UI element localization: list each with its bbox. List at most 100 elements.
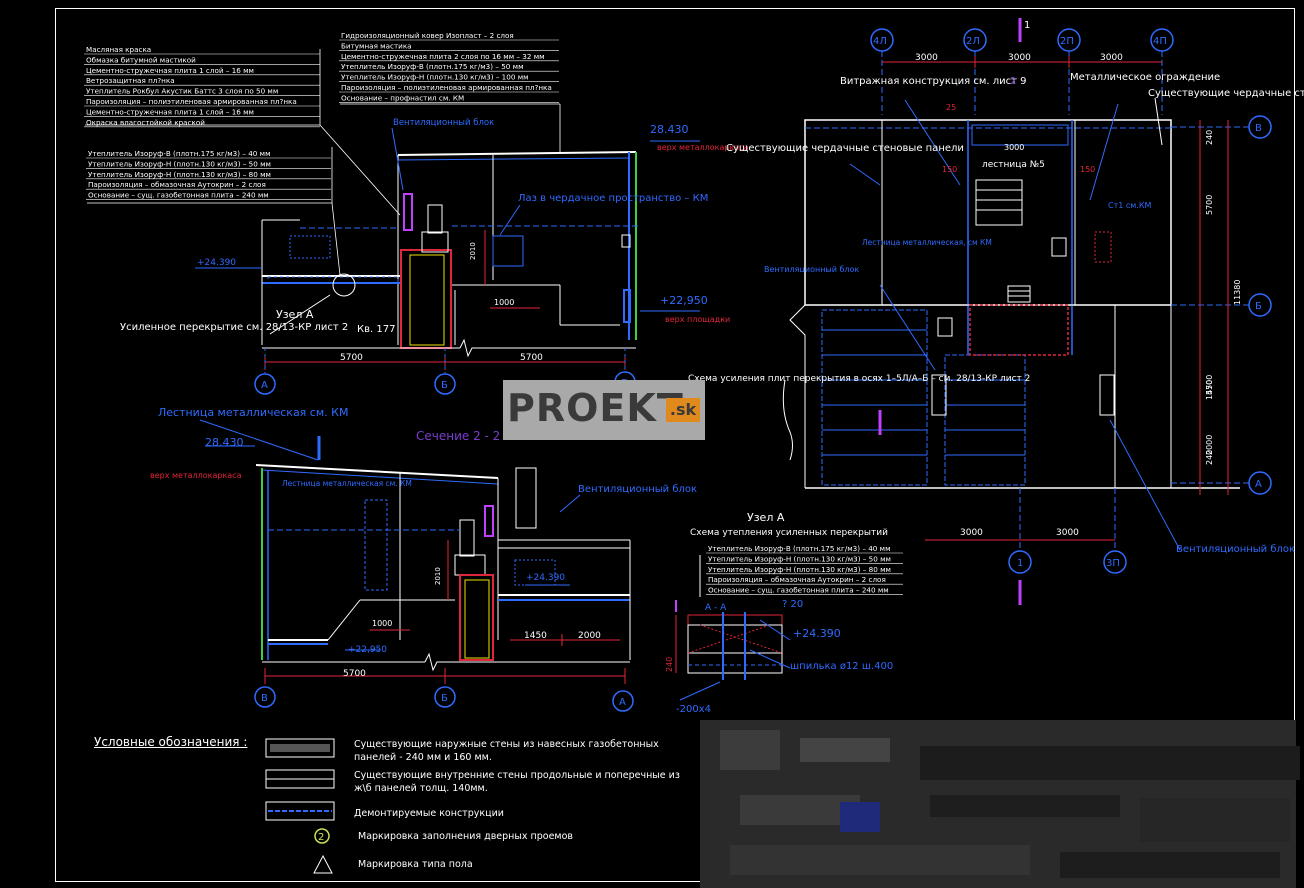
plan-panels-left: Существующие чердачные стеновые панели	[726, 143, 964, 154]
node-dim-240: 240	[665, 657, 674, 672]
plan-dim-right-6: 240	[1205, 450, 1214, 465]
roof-layer-3: Утеплитель Изоруф-В (плотн.175 кг/м3) – …	[341, 62, 524, 71]
s2-mark-top-note: верх металлокаркаса	[150, 471, 242, 480]
legend-item-floor-type: Маркировка типа пола	[358, 859, 473, 870]
wall-layer-0: Масляная краска	[86, 45, 151, 54]
node-pin: шпилька ø12 ш.400	[790, 661, 893, 672]
plan-dim-right-5: 2000	[1205, 435, 1214, 455]
plan-dim-right-2: 11380	[1233, 280, 1242, 305]
wall-layer-6: Цементно-стружечная плита 1 слой – 16 мм	[86, 107, 254, 116]
s2-axis-a: А	[619, 697, 626, 708]
s2-dim-2: 1450	[524, 631, 547, 641]
floor-layer-1: Утеплитель Изоруф-Н (плотн.130 кг/м3) – …	[88, 159, 271, 168]
node-title: Узел А	[747, 511, 785, 524]
floor-layer-2: Утеплитель Изоруф-Н (плотн.130 кг/м3) – …	[88, 170, 271, 179]
s1-node-a: Узел А	[276, 308, 314, 321]
legend-door-mark: 2	[318, 832, 324, 843]
floor-layer-4: Основание – сущ. газобетонная плита – 24…	[88, 191, 269, 200]
watermark-suffix: .sk	[666, 398, 700, 422]
plan-axis-b: Б	[1255, 301, 1262, 312]
wall-layer-4: Утеплитель Рокбул Акустик Баттс 3 слоя п…	[86, 87, 278, 96]
node-layer-0: Утеплитель Изоруф-В (плотн.175 кг/м3) – …	[708, 544, 891, 553]
plan-texts: 4Л 2Л 2П 4П 3000 3000 3000 Витражная кон…	[688, 20, 1304, 569]
plan-axis-a: А	[1255, 479, 1262, 490]
plan-dim-25: 25	[946, 103, 956, 112]
s2-mark-low: +22,950	[348, 645, 387, 655]
roof-layer-4: Утеплитель Изоруф-Н (плотн.130 кг/м3) – …	[341, 73, 529, 82]
plan-vitrage: Витражная конструкция см. лист 9	[840, 76, 1027, 87]
plan-dim-right-4: 1450	[1205, 380, 1214, 400]
s1-axis-b: Б	[441, 380, 448, 391]
legend-item-inner-walls: Существующие внутренние стены продольные…	[354, 770, 680, 794]
plan-axis-v: В	[1255, 123, 1262, 134]
plan-dim-bottom-2: 3000	[1056, 528, 1079, 538]
legend-item-demolished: Демонтируемые конструкции	[354, 808, 504, 819]
node-section: А - А	[705, 603, 727, 613]
watermark-text: PROEKT	[507, 386, 684, 430]
wall-layer-3: Ветрозащитная пл?нка	[86, 76, 175, 85]
title-block-blurred	[700, 720, 1300, 888]
node-subtitle: Схема утепления усиленных перекрытий	[690, 528, 888, 538]
node-layer-2: Утеплитель Изоруф-Н (плотн.130 кг/м3) – …	[708, 565, 891, 574]
s1-mark-right: +22,950	[660, 294, 708, 307]
plan-dim-150a: 150	[942, 165, 957, 174]
plan-dim-top-3: 3000	[1100, 53, 1123, 63]
roof-layer-5: Пароизоляция – полиэтиленовая армированн…	[341, 83, 552, 92]
note-roof-layers: Гидроизоляционный ковер Изопласт – 2 сло…	[339, 31, 561, 152]
section-2-texts: Сечение 2 - 2 Лестница металлическая см.…	[150, 406, 697, 708]
plan-axis-2l: 2Л	[966, 36, 980, 47]
s1-apartment: Кв. 177	[357, 324, 395, 335]
plan-axis-4l: 4Л	[873, 36, 887, 47]
s1-dim-small-1: 1000	[494, 298, 514, 307]
plan-st1: Ст1 см.КМ	[1108, 201, 1152, 210]
roof-layer-6: Основание – профнастил см. КМ	[341, 93, 464, 102]
plan-vent-2: Вентиляционный блок	[1176, 544, 1295, 555]
section-1-1	[195, 127, 700, 395]
drawing-frame	[55, 8, 1295, 882]
node-a	[675, 555, 791, 701]
legend-symbols	[265, 738, 335, 874]
plan-stair-label: Лестница металлическая, см КМ	[862, 238, 992, 247]
s2-dim-3: 2000	[578, 631, 601, 641]
s2-dim-5: 2010	[434, 567, 442, 585]
plan-dim-top-2: 3000	[1008, 53, 1031, 63]
node-mark: +24.390	[793, 627, 841, 640]
s2-title: Сечение 2 - 2	[416, 429, 500, 443]
node-a-texts: Узел А Схема утепления усиленных перекры…	[665, 511, 903, 715]
plan-stair5: лестница №5	[982, 160, 1045, 170]
node-plate: -200х4	[676, 704, 711, 715]
node-dim-20: ? 20	[782, 599, 803, 610]
plan-dim-right-0: 240	[1205, 130, 1214, 145]
s2-dim-4: 1000	[372, 619, 392, 628]
plan-metal-fence: Металлическое ограждение	[1070, 72, 1220, 83]
floor-layer-0: Утеплитель Изоруф-В (плотн.175 кг/м3) – …	[88, 149, 271, 158]
roof-layer-1: Битумная мастика	[341, 41, 412, 50]
s1-dim-2: 5700	[520, 353, 543, 363]
s1-reinforced-label: Усиленное перекрытие см. 28/13-КР лист 2	[120, 322, 348, 333]
plan-cut-mark-2: 2	[1010, 76, 1016, 87]
s1-mark-right-note: верх площадки	[665, 315, 730, 324]
s2-vent-label: Вентиляционный блок	[578, 484, 697, 495]
roof-layer-0: Гидроизоляционный ковер Изопласт – 2 сло…	[341, 31, 514, 40]
s2-dim-1: 5700	[343, 669, 366, 679]
s1-vent-label: Вентиляционный блок	[393, 118, 494, 128]
s2-stair-label: Лестница металлическая см. КМ	[158, 406, 348, 419]
plan-axis-1: 1	[1017, 558, 1023, 569]
s1-mark-top-note: верх металлокаркаса	[657, 143, 749, 152]
s1-axis-a: А	[261, 380, 268, 391]
plan-panels-right: Существующие чердачные стеновые панели	[1148, 88, 1304, 99]
wall-layer-2: Цементно-стружечная плита 1 слой – 16 мм	[86, 66, 254, 75]
node-layer-3: Пароизоляция – обмазочная Аутокрин – 2 с…	[708, 575, 886, 584]
s2-stair-label-2: Лестница металлическая см. КМ	[282, 479, 412, 488]
plan-dim-right-1: 5700	[1205, 195, 1214, 215]
wall-layer-1: Обмазка битумной мастикой	[86, 55, 196, 64]
wall-layer-7: Окраска влагостойкой краской	[86, 118, 205, 127]
s1-dim-1: 5700	[340, 353, 363, 363]
section-2-2	[199, 419, 634, 712]
s1-mark-top: 28.430	[650, 123, 689, 136]
node-layer-4: Основание – сущ. газобетонная плита – 24…	[708, 586, 889, 595]
plan-dim-bottom-1: 3000	[960, 528, 983, 538]
plan-dim-top-1: 3000	[915, 53, 938, 63]
